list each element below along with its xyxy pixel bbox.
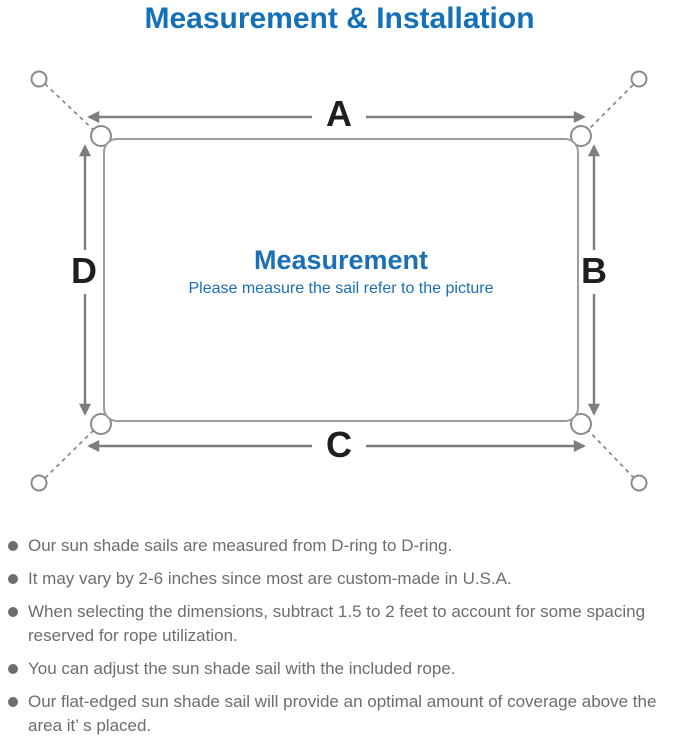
anchor-ring-bottom-right [630,474,648,492]
tension-line-top-left [44,83,101,137]
note-item: Our flat-edged sun shade sail will provi… [8,690,671,738]
bullet-dot-icon [8,607,18,617]
note-text: Our sun shade sails are measured from D-… [28,536,453,555]
d-ring-top-right [570,125,592,147]
label-b: B [581,250,607,291]
bullet-dot-icon [8,664,18,674]
sail-outline [103,138,579,422]
note-text: When selecting the dimensions, subtract … [28,602,646,645]
note-item: You can adjust the sun shade sail with t… [8,657,671,681]
note-item: When selecting the dimensions, subtract … [8,600,671,648]
diagram-center-subtitle: Please measure the sail refer to the pic… [188,280,493,297]
bullet-dot-icon [8,541,18,551]
diagram-center-title: Measurement [254,245,428,275]
note-item: It may vary by 2-6 inches since most are… [8,567,671,591]
label-a: A [326,93,352,134]
measurement-diagram: A B C D Measurement Please measure the s… [30,70,648,492]
d-ring-top-left [90,125,112,147]
notes-list: Our sun shade sails are measured from D-… [8,534,671,747]
tension-line-bottom-right [581,423,635,479]
label-c: C [326,424,352,465]
note-text: Our flat-edged sun shade sail will provi… [28,692,657,735]
d-ring-bottom-left [90,413,112,435]
anchor-ring-top-left [30,70,48,88]
bullet-dot-icon [8,697,18,707]
page-title: Measurement & Installation [144,2,535,35]
note-item: Our sun shade sails are measured from D-… [8,534,671,558]
d-ring-bottom-right [570,413,592,435]
anchor-ring-bottom-left [30,474,48,492]
note-text: You can adjust the sun shade sail with t… [28,659,456,678]
label-d: D [71,250,97,291]
tension-line-bottom-left [44,423,101,479]
note-text: It may vary by 2-6 inches since most are… [28,569,512,588]
tension-line-top-right [581,84,634,137]
anchor-ring-top-right [630,70,648,88]
bullet-dot-icon [8,574,18,584]
